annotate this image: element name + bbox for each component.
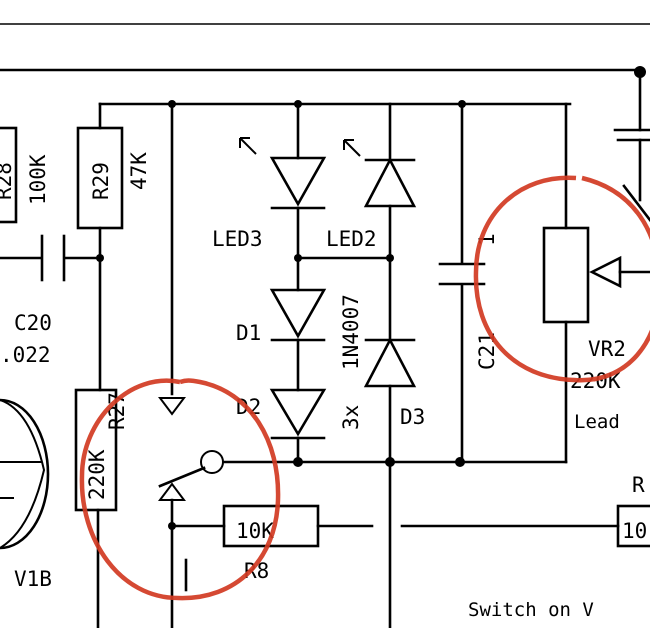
r29-value: 47K xyxy=(127,152,151,190)
diode-qty-label: 3x xyxy=(339,405,363,430)
diode-type-label: 1N4007 xyxy=(339,294,363,370)
resistor-r28: R28 100K xyxy=(0,126,50,224)
r27-value: 220K xyxy=(85,449,109,500)
resistor-r8: 10K R8 xyxy=(170,504,374,592)
red-circle-annotations xyxy=(79,175,650,601)
capacitor-top-right xyxy=(613,128,650,202)
r28-value: 100K xyxy=(26,154,50,205)
red-circle-pot xyxy=(473,175,650,383)
r28-label: R28 xyxy=(0,162,16,200)
right-r-label: R xyxy=(632,473,645,497)
resistor-r29: R29 47K xyxy=(76,102,151,392)
right-r-value: 10 xyxy=(622,519,647,543)
potentiometer-vr2: VR2 220K Lead xyxy=(542,102,650,464)
d3-label: D3 xyxy=(400,405,425,429)
c20-label: C20 xyxy=(14,311,52,335)
tube-v1b: V1B xyxy=(0,398,52,591)
r8-value: 10K xyxy=(236,519,274,543)
switch-line xyxy=(158,102,186,416)
led3-label: LED3 xyxy=(212,227,263,251)
second-rail xyxy=(98,100,572,108)
switch xyxy=(158,450,224,628)
vr-label: VR2 xyxy=(588,337,626,361)
vr-desc: Lead xyxy=(574,411,620,433)
r29-label: R29 xyxy=(89,162,113,200)
capacitor-c21: C21 1 xyxy=(438,102,499,467)
diode-string-left: LED3 D1 D2 xyxy=(212,102,327,467)
top-rail xyxy=(0,23,650,132)
led2-label: LED2 xyxy=(326,227,377,251)
red-circle-switch xyxy=(79,378,281,601)
resistor-right-partial: R 10 xyxy=(400,473,650,548)
d1-label: D1 xyxy=(236,321,261,345)
tube-label: V1B xyxy=(14,567,52,591)
switch-note: Switch on V xyxy=(468,599,594,621)
capacitor-c20: C20 .022 xyxy=(0,234,102,367)
diode-string-right: LED2 1N4007 3x D3 xyxy=(296,102,425,628)
c20-value: .022 xyxy=(0,343,51,367)
